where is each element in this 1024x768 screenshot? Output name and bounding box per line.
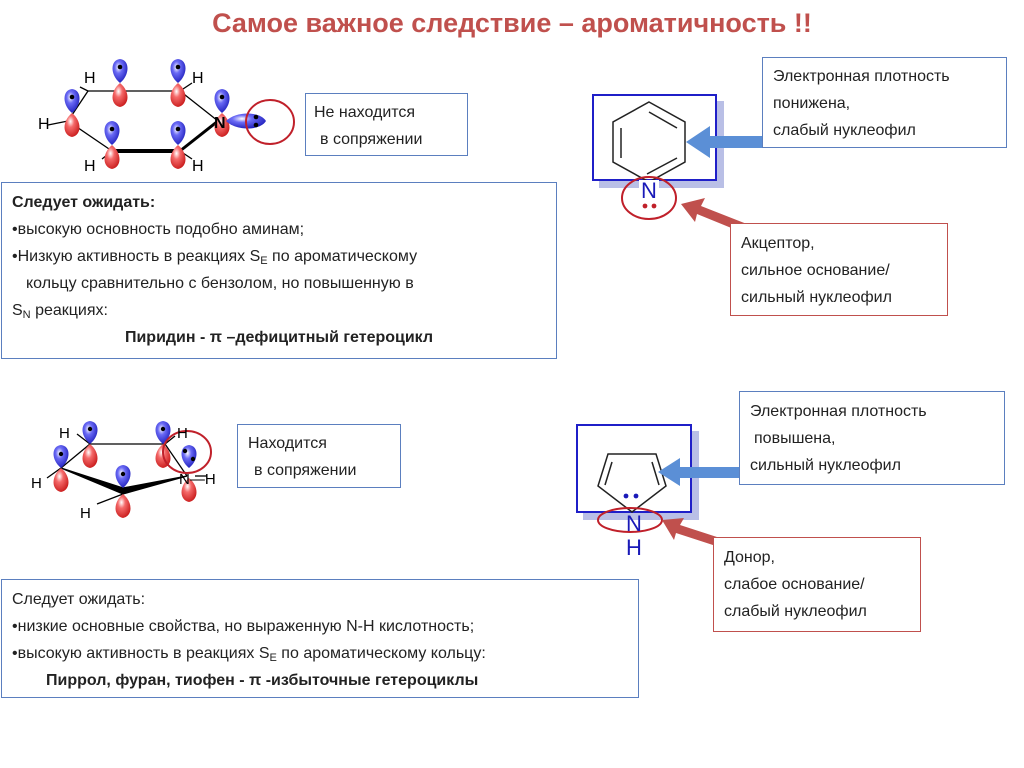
expect-heading: Следует ожидать: bbox=[12, 194, 156, 211]
pyridine-conclusion: Пиридин - π –дефицитный гетероцикл bbox=[124, 329, 434, 346]
pyrrole-orbital-diagram: H H H H N—H bbox=[31, 421, 216, 522]
note-line: Электронная плотность bbox=[773, 68, 950, 85]
pyrrole-donor-note: Донор, слабое основание/ слабый нуклеофи… bbox=[713, 537, 921, 632]
note-line: повышена, bbox=[754, 430, 836, 447]
pyrrole-density-note: Электронная плотность повышена, сильный … bbox=[739, 391, 1005, 485]
pyrrole-structure: N H bbox=[597, 453, 667, 560]
note-line: Электронная плотность bbox=[750, 403, 927, 420]
h-atom: H bbox=[38, 116, 50, 133]
note-line: слабое основание/ bbox=[724, 576, 865, 593]
lone-pair-circle bbox=[245, 99, 295, 145]
expect-heading: Следует ожидать: bbox=[12, 591, 146, 608]
note-line: в сопряжении bbox=[320, 131, 423, 148]
pyrrole-conclusion: Пиррол, фуран, тиофен - π -избыточные ге… bbox=[46, 672, 479, 689]
pyridine-conjugation-note: Не находится в сопряжении bbox=[305, 93, 468, 156]
note-line: Находится bbox=[248, 435, 327, 452]
h-atom: H bbox=[84, 158, 96, 175]
n-atom: N bbox=[214, 115, 226, 132]
note-line: сильный нуклеофил bbox=[750, 457, 901, 474]
ring-h-label: H bbox=[626, 535, 642, 560]
note-line: сильное основание/ bbox=[741, 262, 890, 279]
electron-dots bbox=[58, 426, 196, 477]
note-line: в сопряжении bbox=[254, 462, 357, 479]
expect-line: •Низкую активность в реакциях SE по аром… bbox=[12, 248, 418, 267]
expect-line: •высокую основность подобно аминам; bbox=[12, 221, 305, 238]
note-line: слабый нуклеофил bbox=[773, 122, 916, 139]
pyridine-acceptor-note: Акцептор, сильное основание/ сильный нук… bbox=[730, 223, 948, 316]
slide-title: Самое важное следствие – ароматичность !… bbox=[212, 8, 812, 38]
pyrrole-conjugation-note: Находится в сопряжении bbox=[237, 424, 401, 488]
lone-pair-dots bbox=[642, 203, 657, 209]
p-orbitals bbox=[64, 59, 266, 169]
pyridine-orbital-diagram: H H H H H N bbox=[38, 59, 295, 175]
pyridine-structure: N bbox=[612, 101, 686, 220]
pyrrole-expectations-box: Следует ожидать: •низкие основные свойст… bbox=[1, 579, 639, 698]
red-arrow bbox=[662, 518, 720, 546]
expect-line: •высокую активность в реакциях SE по аро… bbox=[12, 645, 486, 664]
ring-n-label: N bbox=[641, 178, 657, 203]
pyridine-expectations-box: Следует ожидать: •высокую основность под… bbox=[1, 182, 557, 359]
blue-arrow bbox=[658, 458, 744, 486]
electron-dots bbox=[69, 64, 259, 132]
p-orbitals bbox=[53, 421, 197, 518]
note-line: понижена, bbox=[773, 95, 851, 112]
ring-n-label: N bbox=[626, 511, 642, 536]
note-line: Донор, bbox=[724, 549, 775, 566]
expect-line: кольцу сравнительно с бензолом, но повыш… bbox=[26, 275, 414, 292]
pyridine-density-note: Электронная плотность понижена, слабый н… bbox=[762, 57, 1007, 148]
lone-pair-circle bbox=[162, 430, 212, 474]
h-atom: H bbox=[31, 475, 42, 492]
note-line: Не находится bbox=[314, 104, 416, 121]
ring-bonds bbox=[46, 433, 207, 505]
expect-line: SN реакциях: bbox=[12, 302, 108, 321]
lone-pair-dots bbox=[623, 493, 639, 499]
note-line: слабый нуклеофил bbox=[724, 603, 867, 620]
lone-pair-circle bbox=[621, 176, 677, 220]
note-line: Акцептор, bbox=[741, 235, 815, 252]
h-atom: H bbox=[192, 70, 204, 87]
note-line: сильный нуклеофил bbox=[741, 289, 892, 306]
h-atom: H bbox=[177, 425, 188, 442]
h-atom: H bbox=[59, 425, 70, 442]
expect-line: •низкие основные свойства, но выраженную… bbox=[12, 618, 475, 635]
h-atom: H bbox=[192, 158, 204, 175]
h-atom: H bbox=[80, 505, 91, 522]
nh-group: N—H bbox=[179, 471, 216, 488]
h-atom: H bbox=[84, 70, 96, 87]
blue-arrow bbox=[686, 126, 772, 158]
